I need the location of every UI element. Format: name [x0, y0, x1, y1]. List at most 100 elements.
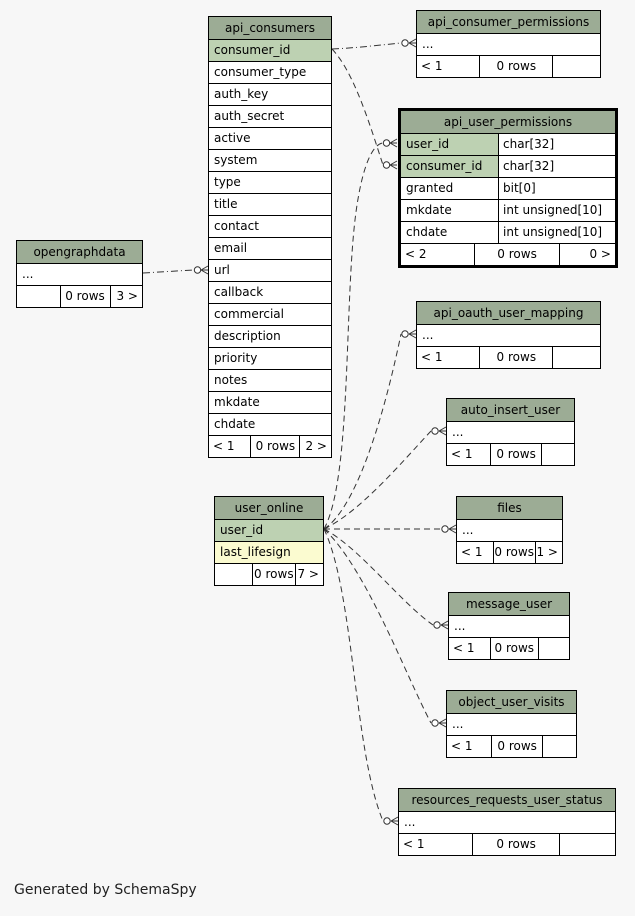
- footer-parent-count: < 1: [421, 59, 443, 73]
- footer-parent-count: < 2: [405, 247, 427, 261]
- column-chdate: chdate: [209, 413, 331, 435]
- table-title-resources_requests_user_status[interactable]: resources_requests_user_status: [399, 789, 615, 811]
- table-footer: < 2 0 rows 0 >: [401, 243, 615, 265]
- footer-row-count: 0 rows: [490, 736, 543, 757]
- footer-parent-count: [17, 286, 60, 307]
- table-title-opengraphdata[interactable]: opengraphdata: [17, 241, 142, 263]
- relation-user_online-api_user_permissions: [323, 138, 398, 530]
- table-footer: < 1 0 rows: [417, 55, 600, 77]
- table-row: user_id char[32]: [401, 133, 615, 155]
- table-api_consumers: api_consumers consumer_id consumer_type …: [208, 16, 332, 458]
- column-active: active: [209, 127, 331, 149]
- column-mkdate: mkdate: [209, 391, 331, 413]
- table-row: consumer_id char[32]: [401, 155, 615, 177]
- columns-ellipsis: ...: [447, 713, 576, 735]
- footer-row-count: 0 rows: [251, 564, 295, 585]
- footer-parent-count: < 1: [403, 837, 425, 851]
- column-last_lifesign: last_lifesign: [215, 541, 323, 563]
- column-priority: priority: [209, 347, 331, 369]
- footer-row-count: 0 rows: [473, 244, 560, 265]
- table-api_oauth_user_mapping: api_oauth_user_mapping ... < 1 0 rows: [416, 301, 601, 369]
- footer-parent-count: < 1: [461, 545, 483, 559]
- table-footer: < 1 0 rows: [447, 443, 574, 465]
- table-footer: < 1 0 rows: [399, 833, 615, 855]
- table-title-api_consumers[interactable]: api_consumers: [209, 17, 331, 39]
- footer-row-count: 0 rows: [489, 638, 538, 659]
- table-title-object_user_visits[interactable]: object_user_visits: [447, 691, 576, 713]
- relation-api_consumers-api_user_permissions: [331, 48, 398, 170]
- footer-row-count: 0 rows: [479, 56, 552, 77]
- column-consumer_id: consumer_id: [401, 156, 499, 177]
- relation-user_online-files: [324, 524, 457, 534]
- footer-parent-count: < 1: [213, 439, 235, 453]
- table-footer: < 1 0 rows: [447, 735, 576, 757]
- column-notes: notes: [209, 369, 331, 391]
- table-title-auto_insert_user[interactable]: auto_insert_user: [447, 399, 574, 421]
- footer-parent-count: < 1: [451, 447, 473, 461]
- footer-row-count: 0 rows: [250, 436, 299, 457]
- table-footer: < 1 0 rows 2 >: [209, 435, 331, 457]
- column-type: type: [209, 171, 331, 193]
- table-footer: 0 rows 7 >: [215, 563, 323, 585]
- column-url: url: [209, 259, 331, 281]
- table-footer: < 1 0 rows: [417, 346, 600, 368]
- generator-credit: Generated by SchemaSpy: [14, 882, 197, 898]
- table-title-api_oauth_user_mapping[interactable]: api_oauth_user_mapping: [417, 302, 600, 324]
- table-api_consumer_permissions: api_consumer_permissions ... < 1 0 rows: [416, 10, 601, 78]
- column-type-consumer_id: char[32]: [503, 159, 555, 173]
- footer-child-count: 0 >: [559, 244, 615, 265]
- footer-child-count: 1 >: [534, 542, 562, 563]
- table-footer: < 1 0 rows 1 >: [457, 541, 562, 563]
- footer-row-count: 0 rows: [472, 834, 558, 855]
- table-title-files[interactable]: files: [457, 497, 562, 519]
- table-title-user_online[interactable]: user_online: [215, 497, 323, 519]
- column-commercial: commercial: [209, 303, 331, 325]
- relation-user_online-resources_requests_user_status: [323, 528, 399, 826]
- column-description: description: [209, 325, 331, 347]
- table-footer: 0 rows 3 >: [17, 285, 142, 307]
- column-type-chdate: int unsigned[10]: [503, 225, 603, 239]
- column-consumer_id: consumer_id: [209, 39, 331, 61]
- column-auth_secret: auth_secret: [209, 105, 331, 127]
- footer-parent-count: < 1: [453, 641, 475, 655]
- table-title-api_user_permissions[interactable]: api_user_permissions: [401, 111, 615, 133]
- footer-row-count: 0 rows: [59, 286, 110, 307]
- table-row: chdate int unsigned[10]: [401, 221, 615, 243]
- column-consumer_type: consumer_type: [209, 61, 331, 83]
- table-footer: < 1 0 rows: [449, 637, 569, 659]
- relation-user_online-auto_insert_user: [323, 426, 447, 530]
- columns-ellipsis: ...: [449, 615, 569, 637]
- table-auto_insert_user: auto_insert_user ... < 1 0 rows: [446, 398, 575, 466]
- columns-ellipsis: ...: [417, 33, 600, 55]
- column-email: email: [209, 237, 331, 259]
- footer-child-count: [552, 347, 600, 368]
- relation-user_online-message_user: [323, 528, 449, 630]
- columns-ellipsis: ...: [17, 263, 142, 285]
- column-callback: callback: [209, 281, 331, 303]
- relation-opengraphdata-api_consumers: [142, 265, 209, 275]
- footer-child-count: [552, 56, 600, 77]
- column-type-granted: bit[0]: [503, 181, 536, 195]
- footer-row-count: 0 rows: [479, 347, 552, 368]
- table-title-api_consumer_permissions[interactable]: api_consumer_permissions: [417, 11, 600, 33]
- column-granted: granted: [401, 178, 499, 199]
- column-chdate: chdate: [401, 222, 499, 243]
- footer-child-count: [558, 834, 615, 855]
- column-contact: contact: [209, 215, 331, 237]
- relation-user_online-api_oauth_user_mapping: [323, 329, 417, 530]
- table-title-message_user[interactable]: message_user: [449, 593, 569, 615]
- columns-ellipsis: ...: [447, 421, 574, 443]
- column-auth_key: auth_key: [209, 83, 331, 105]
- relation-api_consumers-api_consumer_permissions: [331, 38, 417, 50]
- footer-row-count: 0 rows: [490, 444, 541, 465]
- footer-child-count: 2 >: [299, 436, 331, 457]
- column-type-mkdate: int unsigned[10]: [503, 203, 603, 217]
- footer-child-count: 3 >: [109, 286, 143, 307]
- footer-child-count: [540, 444, 574, 465]
- column-user_id: user_id: [215, 519, 323, 541]
- table-api_user_permissions: api_user_permissions user_id char[32] co…: [398, 108, 618, 268]
- table-files: files ... < 1 0 rows 1 >: [456, 496, 563, 564]
- table-resources_requests_user_status: resources_requests_user_status ... < 1 0…: [398, 788, 616, 856]
